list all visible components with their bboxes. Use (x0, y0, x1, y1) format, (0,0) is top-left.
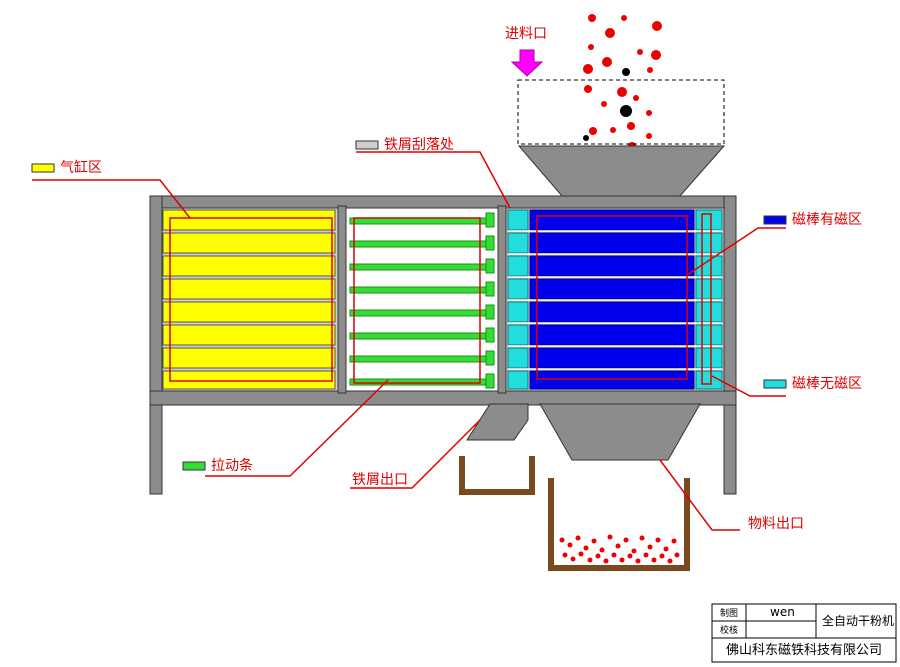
magnet-active-zone-label: 磁棒有磁区 (792, 212, 862, 228)
pull-bar-swatch (182, 461, 206, 471)
drawn-by-value: wen (770, 605, 795, 619)
iron-scrap-outlet-label: 铁屑出口 (352, 472, 408, 488)
machine-frame (149, 145, 737, 495)
magnet-active-swatch (763, 215, 787, 225)
iron-scrap-bin (459, 456, 535, 495)
title-block-frame (711, 603, 897, 663)
checked-by-label: 校核 (720, 626, 739, 636)
pull-bar-label: 拉动条 (211, 458, 253, 474)
cylinder-swatch (31, 163, 55, 173)
feed-arrow-icon (510, 49, 544, 77)
magnet-active-blocks (529, 209, 695, 390)
magnet-section (505, 207, 725, 392)
scrape-swatch (355, 140, 379, 150)
material-outlet-label: 物料出口 (748, 516, 804, 532)
pull-bar-section (345, 207, 499, 392)
scrap-scrape-point-label: 铁屑刮落处 (384, 137, 454, 153)
magnet-inactive-zone-label: 磁棒无磁区 (792, 376, 862, 392)
magnet-inactive-swatch (763, 379, 787, 389)
magnet-inactive-left (507, 209, 529, 390)
falling-particles (583, 14, 662, 157)
cylinder-zone-label: 气缸区 (60, 160, 102, 176)
company-name: 佛山科东磁铁科技有限公司 (726, 643, 883, 658)
feed-inlet-label: 进料口 (505, 26, 547, 42)
drawn-by-label: 制图 (720, 609, 739, 619)
feed-zone (517, 79, 725, 145)
leader-lines (32, 151, 786, 531)
product-name: 全自动干粉机 (822, 614, 895, 628)
material-bin (548, 478, 690, 571)
cylinder-section (161, 207, 339, 392)
